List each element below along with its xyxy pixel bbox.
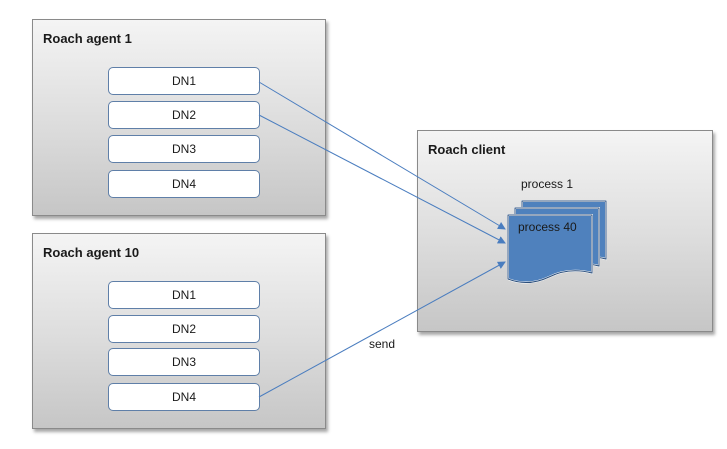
roach-agent-1-title: Roach agent 1 xyxy=(43,31,132,46)
agent-10-dn2: DN2 xyxy=(108,315,260,343)
send-edge-label: send xyxy=(369,337,396,351)
roach-agent-10-title: Roach agent 10 xyxy=(43,245,140,260)
roach-client-box: Roach client process 1 process 40 xyxy=(417,130,713,332)
process-sheet-front-outline xyxy=(507,214,593,283)
process-stack-icon xyxy=(507,200,607,284)
arrow-agent-1-dn2 xyxy=(258,114,506,244)
agent-1-dn4: DN4 xyxy=(108,170,260,198)
agent-1-dn1: DN1 xyxy=(108,67,260,95)
process-1-label: process 1 xyxy=(521,177,574,191)
arrow-agent-1-dn1 xyxy=(258,81,506,230)
agent-1-dn3: DN3 xyxy=(108,135,260,163)
roach-client-title: Roach client xyxy=(428,142,506,157)
roach-agent-1-box: Roach agent 1 DN1 DN2 DN3 DN4 xyxy=(32,19,326,216)
agent-10-dn4: DN4 xyxy=(108,383,260,411)
arrow-agent-10-dn4 xyxy=(258,261,506,398)
agent-10-dn3: DN3 xyxy=(108,348,260,376)
agent-10-dn1: DN1 xyxy=(108,281,260,309)
process-40-label: process 40 xyxy=(518,220,577,234)
agent-1-dn2: DN2 xyxy=(108,101,260,129)
roach-agent-10-box: Roach agent 10 DN1 DN2 DN3 DN4 xyxy=(32,233,326,429)
